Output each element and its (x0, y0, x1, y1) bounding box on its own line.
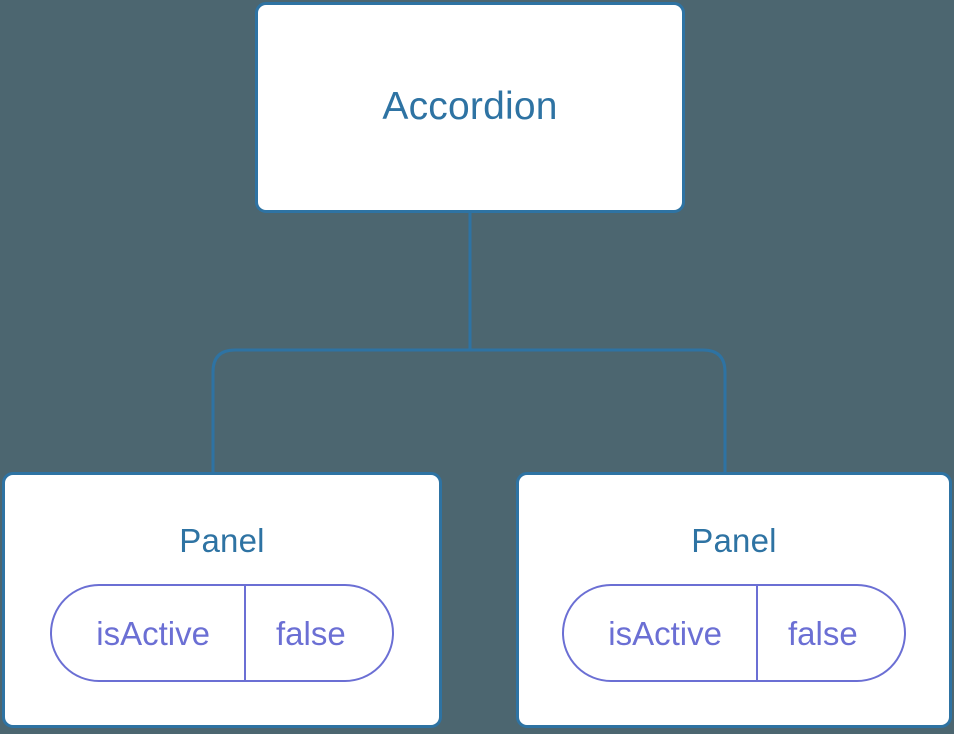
connector-branch-right (470, 348, 727, 474)
connector-branch-left (211, 348, 470, 474)
node-panel-2-label: Panel (691, 522, 777, 559)
prop-value: false (755, 586, 904, 681)
node-panel-1[interactable]: Panel isActive false (2, 472, 442, 728)
node-accordion-label: Accordion (382, 85, 558, 129)
node-panel-2[interactable]: Panel isActive false (516, 472, 952, 728)
prop-key: isActive (96, 614, 210, 652)
prop-pill-panel-1[interactable]: isActive false (50, 584, 394, 683)
node-panel-1-label: Panel (179, 522, 265, 559)
prop-key: isActive (608, 614, 722, 652)
prop-pill-panel-2[interactable]: isActive false (562, 584, 906, 683)
node-accordion[interactable]: Accordion (255, 2, 685, 213)
prop-value: false (243, 586, 392, 681)
